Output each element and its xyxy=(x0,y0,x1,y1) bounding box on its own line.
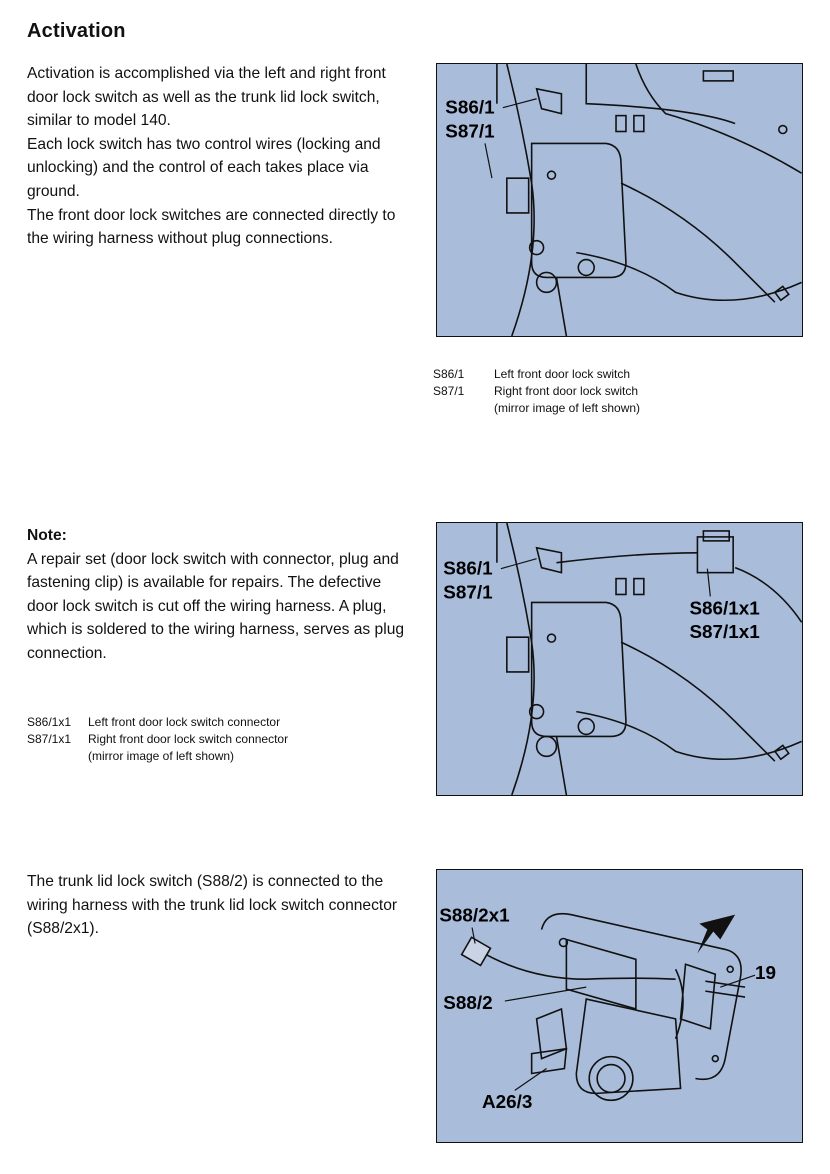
legend-code: S86/1x1 xyxy=(27,715,72,729)
callout-s87-1x1: S87/1x1 xyxy=(689,621,759,642)
legend-row: S87/1x1 Right front door lock switch con… xyxy=(27,731,288,748)
legend-text: Right front door lock switch xyxy=(494,384,639,398)
callout-s86-1: S86/1 xyxy=(443,558,492,579)
legend-text: Left front door lock switch connector xyxy=(88,715,281,729)
note-title: Note: xyxy=(27,527,67,544)
legend-code: S87/1 xyxy=(433,384,465,398)
legend-text: (mirror image of left shown) xyxy=(88,749,235,763)
note-block: Note: A repair set (door lock switch wit… xyxy=(27,524,412,666)
figure1-legend: S86/1 Left front door lock switch S87/1 … xyxy=(433,366,640,417)
note-text: A repair set (door lock switch with conn… xyxy=(27,550,405,662)
figure2-legend: S86/1x1 Left front door lock switch conn… xyxy=(27,714,288,765)
legend-row: (mirror image of left shown) xyxy=(433,400,640,417)
callout-s86-1x1: S86/1x1 xyxy=(689,597,759,618)
section-heading: Activation xyxy=(27,20,126,42)
legend-row: (mirror image of left shown) xyxy=(27,748,288,765)
trunk-lock-text: The trunk lid lock switch (S88/2) is con… xyxy=(27,870,412,941)
legend-code xyxy=(27,748,88,765)
legend-row: S86/1 Left front door lock switch xyxy=(433,366,640,383)
callout-s86-1: S86/1 xyxy=(445,97,494,118)
intro-paragraph-2: Each lock switch has two control wires (… xyxy=(27,135,381,200)
callout-s87-1: S87/1 xyxy=(445,120,494,141)
callout-19: 19 xyxy=(755,962,776,983)
intro-paragraph-3: The front door lock switches are connect… xyxy=(27,206,396,248)
trunk-lock-switch-illustration: S88/2x1 S88/2 19 A26/3 xyxy=(439,905,776,1113)
legend-code: S87/1x1 xyxy=(27,732,72,746)
legend-text: Left front door lock switch xyxy=(494,367,631,381)
trunk-lock-switch-figure: S88/2x1 S88/2 19 A26/3 xyxy=(436,869,803,1143)
legend-text: Right front door lock switch connector xyxy=(88,732,289,746)
callout-s88-2: S88/2 xyxy=(443,992,492,1013)
door-lock-switch-figure: S86/1 S87/1 xyxy=(436,63,803,337)
door-lock-connector-illustration: S86/1 S87/1 S86/1x1 S87/1x1 xyxy=(443,523,802,795)
door-lock-connector-figure: S86/1 S87/1 S86/1x1 S87/1x1 xyxy=(436,522,803,796)
trunk-paragraph: The trunk lid lock switch (S88/2) is con… xyxy=(27,873,398,938)
intro-text: Activation is accomplished via the left … xyxy=(27,62,407,251)
legend-text: (mirror image of left shown) xyxy=(494,401,641,415)
legend-code xyxy=(433,400,494,417)
door-lock-switch-illustration: S86/1 S87/1 xyxy=(445,64,802,336)
callout-s87-1: S87/1 xyxy=(443,581,492,602)
legend-code: S86/1 xyxy=(433,367,465,381)
callout-a26-3: A26/3 xyxy=(482,1091,532,1112)
callout-s88-2x1: S88/2x1 xyxy=(439,905,509,926)
legend-row: S87/1 Right front door lock switch xyxy=(433,383,640,400)
intro-paragraph-1: Activation is accomplished via the left … xyxy=(27,65,386,130)
legend-row: S86/1x1 Left front door lock switch conn… xyxy=(27,714,288,731)
